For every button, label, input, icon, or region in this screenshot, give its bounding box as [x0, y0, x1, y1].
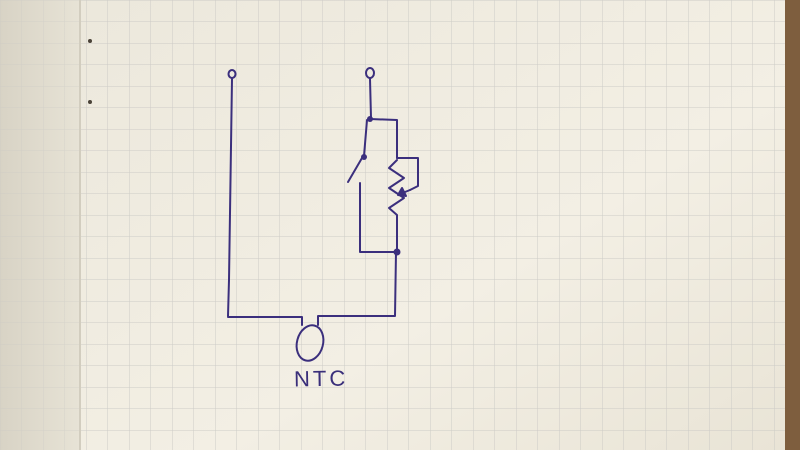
junction-dot: [361, 154, 367, 160]
top-bus: [369, 118, 398, 159]
ntc-thermistor: [295, 324, 325, 362]
ntc-label: NTC: [293, 365, 349, 392]
pot-wiper-path: [396, 157, 419, 191]
left-wire: [227, 78, 233, 317]
circuit-drawing: [227, 67, 419, 362]
pot-arrow-head: [397, 187, 407, 197]
switch-blade: [347, 157, 363, 183]
switch-lead: [363, 119, 368, 157]
binding-hole: [88, 100, 92, 104]
right-wire: [369, 78, 372, 119]
junction-dot: [393, 248, 401, 256]
binding-hole: [88, 39, 92, 43]
bottom-wire-right: [317, 251, 397, 326]
left-terminal: [227, 69, 237, 79]
switch-return: [359, 182, 398, 253]
junction-dots: [361, 116, 401, 256]
resistor-zigzag: [388, 159, 405, 253]
bottom-wire-left: [227, 316, 303, 326]
junction-dot: [367, 116, 373, 122]
